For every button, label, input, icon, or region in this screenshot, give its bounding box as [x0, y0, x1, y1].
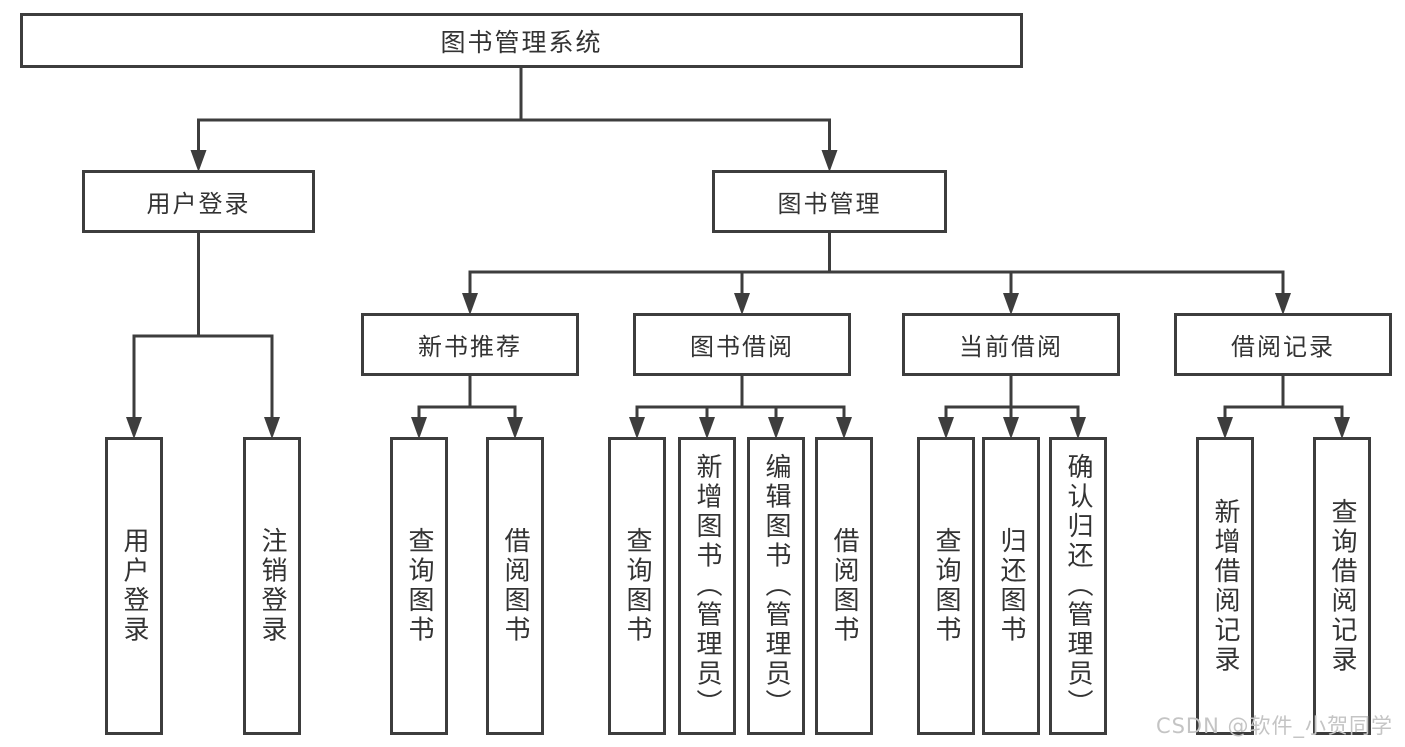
leaf-query-borrow-record: 查询借阅记录 — [1313, 437, 1371, 735]
connector-new-book-recommendation-to-leaves — [411, 376, 523, 439]
node-book-borrowing-label: 图书借阅 — [690, 333, 794, 361]
connector-root-to-level2 — [190, 66, 838, 172]
leaf-query-books-current: 查询图书 — [917, 437, 975, 735]
node-root-label: 图书管理系统 — [440, 27, 603, 57]
leaf-return-books: 归还图书 — [982, 437, 1040, 735]
leaf-add-borrow-record: 新增借阅记录 — [1196, 437, 1254, 735]
node-user-login-label: 用户登录 — [146, 190, 251, 218]
leaf-query-books-recommend: 查询图书 — [390, 437, 448, 735]
leaf-logout-label: 注销登录 — [257, 527, 287, 645]
node-current-borrowing: 当前借阅 — [902, 313, 1120, 376]
connector-current-borrowing-to-leaves — [938, 376, 1086, 439]
leaf-borrow-books-recommend-label: 借阅图书 — [500, 527, 530, 645]
leaf-borrow-books-label: 借阅图书 — [829, 527, 859, 645]
watermark: CSDN @软件_小贺同学 — [1155, 714, 1393, 738]
connector-user-login-to-leaves — [126, 233, 280, 439]
leaf-edit-books-admin: 编辑图书（管理员） — [747, 437, 805, 735]
leaf-query-books-borrow: 查询图书 — [608, 437, 666, 735]
connector-book-borrowing-to-leaves — [629, 376, 852, 439]
leaf-user-login: 用户登录 — [105, 437, 163, 735]
node-book-borrowing: 图书借阅 — [633, 313, 851, 376]
node-book-management: 图书管理 — [712, 170, 947, 233]
leaf-add-books-admin: 新增图书（管理员） — [678, 437, 736, 735]
node-book-management-label: 图书管理 — [777, 190, 882, 218]
leaf-add-borrow-record-label: 新增借阅记录 — [1210, 497, 1240, 675]
node-root: 图书管理系统 — [20, 13, 1023, 68]
leaf-query-books-borrow-label: 查询图书 — [622, 527, 652, 645]
node-new-book-recommendation-label: 新书推荐 — [418, 333, 522, 361]
leaf-query-books-recommend-label: 查询图书 — [404, 527, 434, 645]
node-user-login: 用户登录 — [82, 170, 315, 233]
leaf-query-borrow-record-label: 查询借阅记录 — [1327, 497, 1357, 675]
connector-borrowing-records-to-leaves — [1217, 376, 1350, 439]
leaf-logout: 注销登录 — [243, 437, 301, 735]
leaf-query-books-current-label: 查询图书 — [931, 527, 961, 645]
connector-book-management-to-level3 — [462, 233, 1291, 315]
node-borrowing-records: 借阅记录 — [1174, 313, 1392, 376]
leaf-borrow-books: 借阅图书 — [815, 437, 873, 735]
node-current-borrowing-label: 当前借阅 — [959, 333, 1063, 361]
leaf-edit-books-admin-label: 编辑图书（管理员） — [761, 453, 791, 719]
node-new-book-recommendation: 新书推荐 — [361, 313, 579, 376]
leaf-borrow-books-recommend: 借阅图书 — [486, 437, 544, 735]
leaf-confirm-return-admin-label: 确认归还（管理员） — [1063, 453, 1093, 719]
leaf-user-login-label: 用户登录 — [119, 527, 149, 645]
leaf-confirm-return-admin: 确认归还（管理员） — [1049, 437, 1107, 735]
leaf-return-books-label: 归还图书 — [996, 527, 1026, 645]
node-borrowing-records-label: 借阅记录 — [1231, 333, 1335, 361]
leaf-add-books-admin-label: 新增图书（管理员） — [692, 453, 722, 719]
